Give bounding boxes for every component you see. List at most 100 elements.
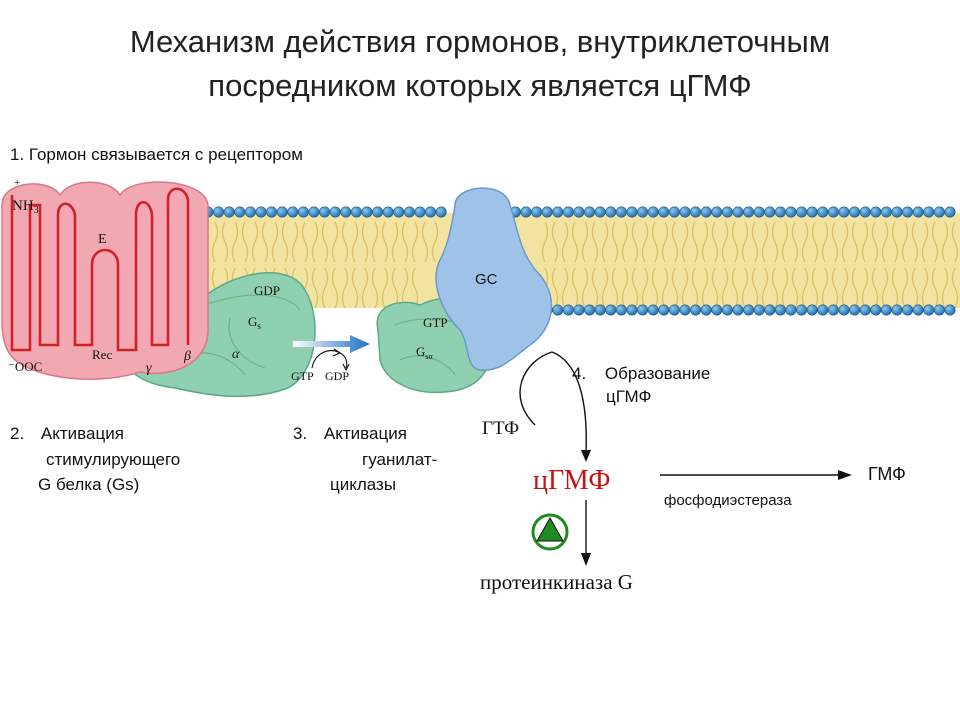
phospholipid-head (234, 206, 246, 218)
cooh-label: ⁻OOC (8, 359, 42, 374)
step-3-caption: 3. Активация (293, 423, 407, 445)
phospholipid-head (414, 206, 426, 218)
phospholipid-head (817, 304, 829, 316)
phospholipid-head (891, 304, 903, 316)
gprotein-gdp-label: GDP (254, 283, 280, 298)
phospholipid-head (721, 206, 733, 218)
phospholipid-head (244, 206, 256, 218)
gamma-label: γ (146, 361, 152, 376)
pathway-arrows (519, 351, 852, 566)
phospholipid-head (637, 304, 649, 316)
phospholipid-head (531, 206, 543, 218)
phospholipid-head (944, 206, 956, 218)
phospholipid-head (743, 206, 755, 218)
nh3-plus: + (14, 177, 20, 189)
phospholipid-head (891, 206, 903, 218)
phospholipid-head (923, 304, 935, 316)
phospholipid-head (690, 304, 702, 316)
phospholipid-head (594, 206, 606, 218)
step-4-line-2: цГМФ (606, 387, 652, 406)
gdp-arc-head (342, 363, 350, 372)
phospholipid-head (774, 206, 786, 218)
protein-kinase-g-label: протеинкиназа G (480, 570, 633, 594)
phospholipid-head (637, 206, 649, 218)
step-2-num: 2. (10, 424, 25, 443)
step-3-line-1: Активация (323, 424, 407, 443)
exchange-arcs (311, 348, 350, 372)
phospholipid-head (700, 206, 712, 218)
galpha-label: Gsα (416, 344, 434, 361)
phospholipid-head (350, 206, 362, 218)
phospholipid-head (266, 206, 278, 218)
phospholipid-head (552, 206, 564, 218)
phospholipid-head (340, 206, 352, 218)
phospholipid-head (711, 206, 723, 218)
phospholipid-head (774, 304, 786, 316)
phospholipid-head (721, 304, 733, 316)
phospholipid-head (520, 206, 532, 218)
step-3-num: 3. (293, 424, 308, 443)
phospholipid-head (785, 304, 797, 316)
gdp-arc (337, 351, 348, 369)
phospholipid-head (849, 304, 861, 316)
activation-arrow (293, 335, 370, 353)
phospholipid-head (541, 206, 553, 218)
phospholipid-head (287, 206, 299, 218)
phospholipid-head (806, 206, 818, 218)
phospholipid-head (573, 304, 585, 316)
phosphodiesterase-label: фосфодиэстераза (664, 492, 792, 509)
phospholipid-head (711, 304, 723, 316)
galpha-gtp-label: GTP (423, 315, 448, 330)
page-title: Механизм действия гормонов, внутриклеточ… (0, 20, 960, 108)
phospholipid-head (849, 206, 861, 218)
phospholipid-head (425, 206, 437, 218)
phospholipid-head (573, 206, 585, 218)
phospholipid-head (732, 304, 744, 316)
phospholipid-head (382, 206, 394, 218)
phospholipid-head (615, 304, 627, 316)
phospholipid-head (213, 206, 225, 218)
phospholipid-head (870, 206, 882, 218)
phospholipid-head (827, 206, 839, 218)
phospholipid-head (870, 304, 882, 316)
exchange-gdp-label: GDP (325, 369, 349, 383)
phospholipid-head (223, 206, 235, 218)
phospholipid-head (668, 206, 680, 218)
phospholipid-head (859, 304, 871, 316)
phospholipid-head (562, 304, 574, 316)
phospholipid-head (435, 206, 447, 218)
phospholipid-head (594, 304, 606, 316)
phospholipid-head (764, 206, 776, 218)
phospholipid-head (647, 304, 659, 316)
step-1-label: 1. Гормон связывается с рецептором (10, 145, 303, 164)
phospholipid-head (796, 304, 808, 316)
phospholipid-head (372, 206, 384, 218)
phospholipid-head (785, 206, 797, 218)
phospholipid-head (319, 206, 331, 218)
beta-label: β (183, 349, 191, 364)
phospholipid-head (743, 304, 755, 316)
title-line-2: посредником которых является цГМФ (208, 68, 752, 103)
phospholipid-head (933, 304, 945, 316)
phospholipid-head (923, 206, 935, 218)
step-3-line-2: гуанилат- (362, 450, 438, 469)
guanylate-cyclase (435, 187, 553, 371)
phospholipid-head (679, 304, 691, 316)
gtf-arrow-head (581, 450, 591, 462)
phospholipid-head (690, 206, 702, 218)
gtp-arc (311, 350, 339, 369)
phospholipid-head (933, 206, 945, 218)
gtf-label: ГТФ (482, 418, 519, 439)
phospholipid-head (615, 206, 627, 218)
phospholipid-head (859, 206, 871, 218)
receptor-rec-label: Rec (92, 347, 112, 362)
phospholipid-head (912, 206, 924, 218)
step-4-line-1: Образование (604, 364, 711, 383)
receptor-protein (1, 181, 209, 380)
phospholipid-head (880, 206, 892, 218)
phospholipid-head (944, 304, 956, 316)
phospholipid-head (297, 206, 309, 218)
phospholipid-head (902, 206, 914, 218)
phospholipid-head (605, 304, 617, 316)
cgmf-label: цГМФ (533, 465, 610, 496)
